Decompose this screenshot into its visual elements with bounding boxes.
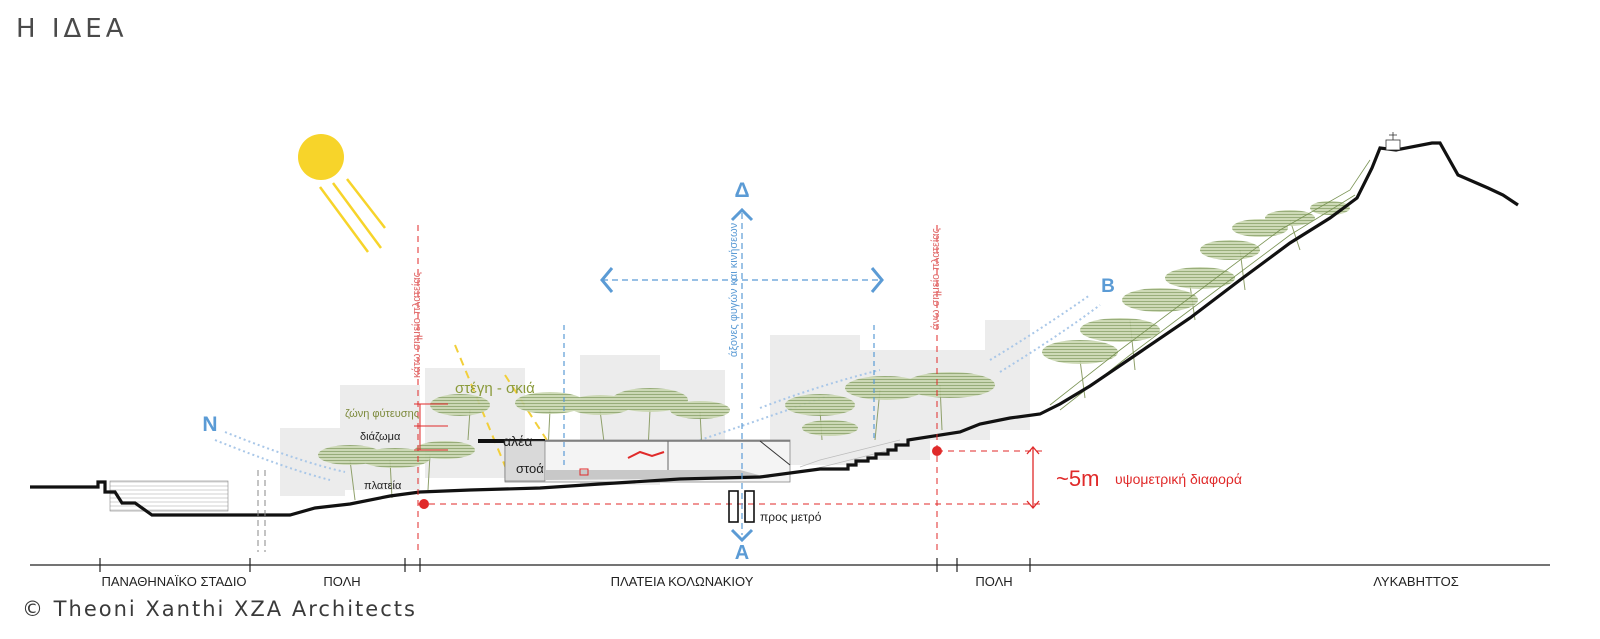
elevation-value: ~5m [1056,466,1099,491]
to-metro-label: προς μετρό [760,510,822,524]
direction-delta: Δ [734,179,749,202]
direction-alpha: A [735,542,749,564]
alley-label: αλέα [503,433,532,449]
level-lines [417,225,1045,555]
ground-profile [30,141,1519,517]
zone-label-square: ΠΛΑΤΕΙΑ ΚΟΛΩΝΑΚΙΟΥ [611,574,754,589]
square-label: πλατεία [364,480,402,492]
direction-east: B [1101,276,1115,297]
sun-icon [298,134,386,253]
lower-point-label: κάτω σημείο πλατείας [411,272,423,378]
upper-point-label: άνω σημείο πλατείας [930,228,942,330]
arrow-left-icon [600,267,614,293]
movement-axes [563,213,882,535]
mezzanine-label: διάζωμα [360,431,401,443]
elevation-dimension [1026,446,1040,509]
tree-canopies [318,201,1350,468]
planting-dimension [414,403,448,451]
credit-line: © Theoni Xanthi XZA Architects [22,597,417,621]
stadium-seating [109,480,229,512]
zone-label-city-1: ΠΟΛΗ [323,574,360,589]
church-icon [1385,132,1401,151]
lower-point-marker [419,499,429,509]
metro-entrance-icon [728,490,755,523]
page-title: Η ΙΔΕΑ [16,14,128,44]
zone-label-city-2: ΠΟΛΗ [975,574,1012,589]
upper-point-marker [932,446,942,456]
arrow-up-icon [730,207,754,222]
elevation-label: υψομετρική διαφορά [1115,471,1242,487]
arrow-down-icon [730,528,754,543]
stoa-label: στοά [516,461,544,476]
canopy-label: στέγη - σκιά [455,380,535,397]
zone-boundary-dashes [257,470,266,552]
planting-zone-label: ζώνη φύτευσης [345,408,419,420]
arrow-right-icon [870,267,884,293]
zone-label-lycabettus: ΛΥΚΑΒΗΤΤΟΣ [1373,574,1459,589]
zone-label-stadium: ΠΑΝΑΘΗΝΑΪΚΟ ΣΤΑΔΙΟ [101,574,246,589]
zone-baseline [30,558,1550,572]
axes-label: άξονες φυγών και κινήσεων [728,222,740,357]
direction-north: N [202,413,217,436]
